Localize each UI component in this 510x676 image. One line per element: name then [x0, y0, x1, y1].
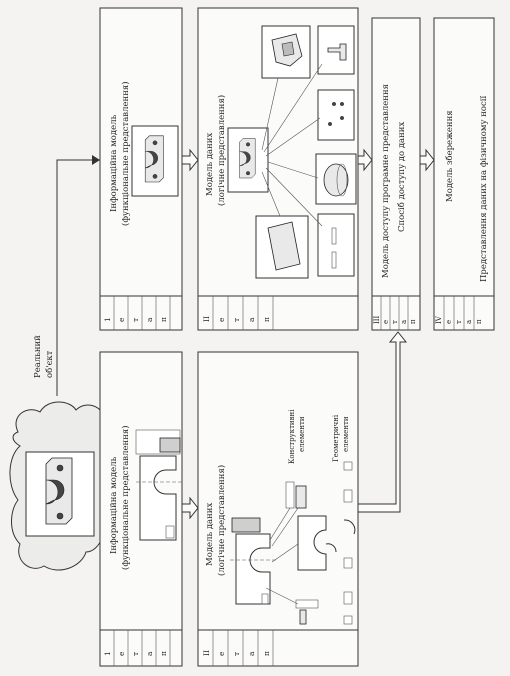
bottom-stage2-panel	[197, 351, 359, 667]
bottom-stage2-geo-square-2	[343, 615, 353, 625]
connector-bottom-to-top3	[357, 331, 408, 513]
top-stage4-letter-2: т	[455, 320, 463, 324]
bottom-stage1: 1 е т а п Інформаційна модель (функціона…	[99, 351, 183, 667]
real-object: Реальний об'єкт	[9, 335, 114, 571]
arrow-top3-to-top4	[419, 148, 435, 172]
bottom-stage2-letter-3: а	[247, 651, 256, 656]
top-stage1-title-line2: (функціональне представлення)	[120, 81, 131, 226]
bottom-stage2-geo-arc-2	[325, 543, 337, 553]
top-stage4-letter-0: ІV	[435, 315, 443, 324]
top-stage4: ІV е т а п Модель збереження Представлен…	[433, 17, 495, 331]
bottom-stage2-legend-constructive-line2: елементи	[298, 416, 306, 452]
bottom-stage1-letter-0: 1	[103, 651, 112, 656]
top-stage3-letter-0: ІІІ	[373, 315, 381, 324]
arrow-top1-to-top2	[181, 148, 199, 172]
top-stage3: ІІІ е т а п Модель доступу програмне пре…	[371, 17, 421, 331]
bottom-stage2-legend-geometric-line1: Геометричні	[332, 414, 340, 462]
top-stage1-letter-1: е	[117, 317, 126, 322]
top-stage2: ІІ е т а п Модель даних (логічне предста…	[197, 7, 359, 331]
bottom-stage2: ІІ е т а п Модель даних (логічне предста…	[197, 351, 359, 667]
top-stage2-sub-holes-frame	[317, 89, 355, 141]
top-stage2-letter-3: а	[247, 317, 256, 322]
bottom-stage1-title-line1: Інформаційна модель	[109, 456, 119, 554]
arrow-top2-to-top3	[357, 148, 373, 172]
real-object-part-image	[45, 457, 73, 525]
top-stage2-title-line1: Модель даних	[205, 133, 215, 196]
bottom-stage1-letter-2: т	[131, 652, 140, 656]
top-stage4-letter-3: а	[465, 320, 473, 324]
top-stage2-main-part-image	[239, 138, 256, 179]
top-stage2-letter-2: т	[232, 318, 241, 322]
real-object-label-line1: Реальний	[33, 335, 43, 378]
top-stage2-sub-cylinder-shape	[323, 163, 349, 197]
top-stage1-title-line1: Інформаційна модель	[109, 114, 119, 212]
bottom-stage2-main-drawing	[230, 517, 276, 605]
bottom-stage1-drawing	[135, 429, 182, 541]
bottom-stage2-element-bolt	[295, 485, 307, 509]
bottom-stage2-geo-rect-1	[343, 489, 353, 503]
bottom-stage2-geo-square-1	[343, 461, 353, 471]
top-stage3-letter-1: е	[382, 320, 390, 324]
bottom-stage2-geo-rect-3	[343, 591, 353, 605]
bottom-stage1-letter-3: а	[145, 651, 154, 656]
bottom-stage2-geo-rect-2	[343, 557, 353, 569]
connector-real-to-top	[56, 159, 92, 396]
top-stage1-letter-4: п	[159, 317, 168, 322]
bottom-stage2-element-cylinder	[285, 481, 295, 509]
top-stage2-letter-4: п	[262, 317, 271, 322]
top-stage3-title-line1: Модель доступу програмне представлення	[381, 84, 391, 278]
bottom-stage2-legend-constructive-line1: Конструктивні	[288, 409, 296, 464]
top-stage3-letter-3: а	[400, 320, 408, 324]
bottom-stage2-letter-4: п	[262, 651, 271, 656]
top-stage3-letter-4: п	[409, 319, 417, 324]
connector-real-to-top-arrowhead	[92, 155, 100, 165]
bottom-stage2-legend-geometric-line2: елементи	[342, 416, 350, 452]
top-stage2-title-line2: (логічне представлення)	[216, 95, 227, 206]
top-stage4-letter-4: п	[475, 319, 483, 324]
top-stage2-sub-pin-shape	[327, 43, 347, 61]
bottom-stage1-letter-1: е	[117, 651, 126, 656]
bottom-stage2-geo-arc-1	[343, 519, 356, 535]
bottom-stage2-letter-1: е	[217, 651, 226, 656]
top-stage2-letter-0: ІІ	[202, 316, 211, 322]
top-stage4-title-line2: Представлення даних на фізичному носії	[479, 96, 489, 282]
bottom-stage2-title-line2: (логічне представлення)	[216, 465, 227, 576]
bottom-stage1-title-line2: (функціональне представлення)	[120, 425, 131, 570]
top-stage1-letter-3: а	[145, 317, 154, 322]
top-stage1-letter-2: т	[131, 318, 140, 322]
top-stage1-letter-0: 1	[103, 317, 112, 322]
bottom-stage1-letter-4: п	[159, 651, 168, 656]
bottom-stage2-letter-0: ІІ	[202, 650, 211, 656]
real-object-label-line2: об'єкт	[44, 350, 55, 378]
top-stage1-part-image	[144, 135, 164, 183]
top-stage4-panel	[433, 17, 495, 331]
top-stage4-letter-1: е	[445, 320, 453, 324]
bottom-stage2-element-body	[297, 515, 327, 571]
top-stage3-letter-2: т	[391, 320, 399, 324]
bottom-stage2-title-line1: Модель даних	[205, 503, 215, 566]
top-stage3-title-line2: Спосіб доступу до даних	[396, 122, 407, 232]
bottom-stage2-element-slot	[295, 599, 319, 609]
arrow-bottom1-to-bottom2	[181, 496, 199, 520]
top-stage3-panel	[371, 17, 421, 331]
top-stage2-sub-plate-shape	[267, 221, 301, 271]
top-stage1: 1 е т а п Інформаційна модель (функціона…	[99, 7, 183, 331]
top-stage4-title-line1: Модель збереження	[444, 110, 455, 202]
bottom-stage2-letter-2: т	[232, 652, 241, 656]
top-stage2-letter-1: е	[217, 317, 226, 322]
